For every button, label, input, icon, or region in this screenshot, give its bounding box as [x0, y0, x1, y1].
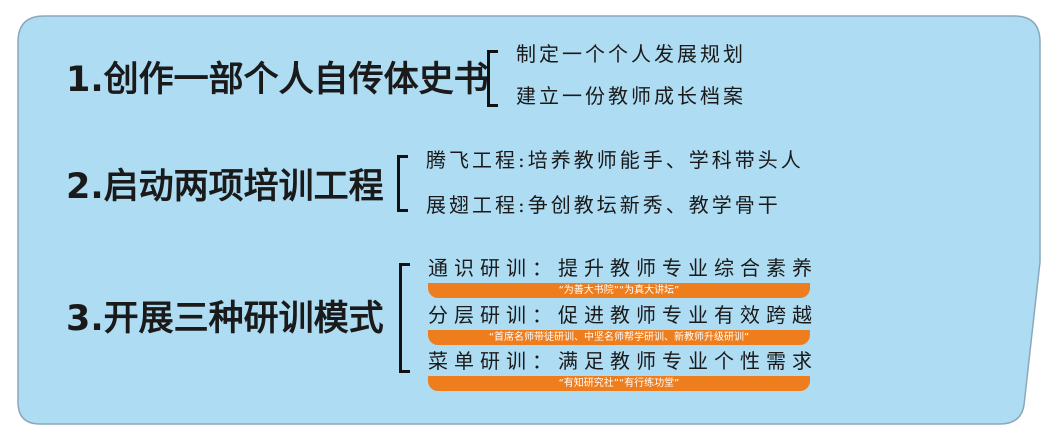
- section-1-bracket: [487, 50, 498, 107]
- section-3-item-2-note-bar: “首席名师带徒研训、中坚名师帮学研训、新教师升级研训”: [428, 330, 810, 345]
- panel-shape: [17, 15, 1041, 425]
- section-2-heading: 2.启动两项培训工程: [66, 167, 384, 207]
- section-3-item-3-note-bar: “有知研究社”“有行练功堂”: [428, 376, 810, 391]
- section-3-item-1: 通识研训：提升教师专业综合素养: [428, 256, 818, 280]
- section-2-item-1: 腾飞工程:培养教师能手、学科带头人: [426, 148, 804, 172]
- section-1-item-2: 建立一份教师成长档案: [516, 84, 746, 108]
- section-3-item-1-note-bar: “为善大书院”“为真大讲坛”: [428, 283, 810, 298]
- section-3-item-2: 分层研训：促进教师专业有效跨越: [428, 303, 818, 327]
- section-1-item-1: 制定一个个人发展规划: [516, 42, 746, 66]
- section-3-bracket: [399, 263, 410, 373]
- section-2-bracket: [397, 155, 408, 212]
- section-2-item-2: 展翅工程:争创教坛新秀、教学骨干: [426, 193, 781, 217]
- section-3-heading: 3.开展三种研训模式: [66, 299, 384, 339]
- section-1-heading: 1.创作一部个人自传体史书: [66, 60, 489, 100]
- section-3-item-3: 菜单研训：满足教师专业个性需求: [428, 349, 818, 373]
